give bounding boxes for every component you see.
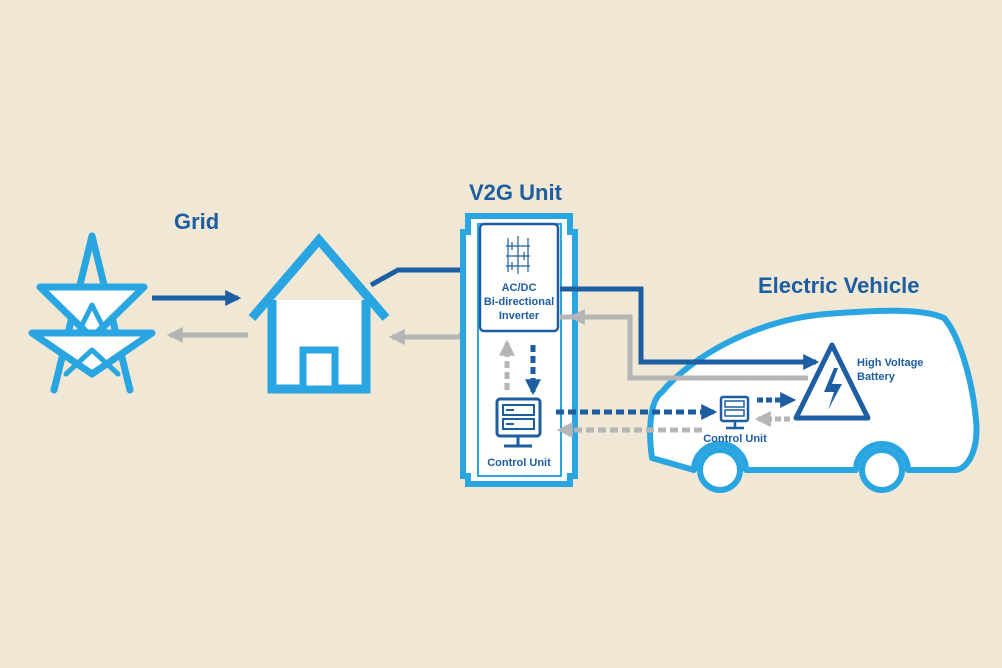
v2g-unit-label: V2G Unit: [469, 180, 563, 205]
electric-vehicle-label: Electric Vehicle: [758, 273, 919, 298]
inverter-label-line2: Bi-directional: [484, 296, 554, 308]
server-icon: [495, 397, 542, 448]
station-control-unit-label: Control Unit: [487, 457, 551, 469]
vehicle-control-unit-label: Control Unit: [703, 433, 767, 445]
grid-label: Grid: [174, 209, 219, 234]
inverter-label-line1: AC/DC: [502, 282, 537, 294]
inverter-label-line3: Inverter: [499, 310, 540, 322]
battery-label-line2: Battery: [857, 371, 896, 383]
inverter-box: AC/DC Bi-directional Inverter: [478, 222, 560, 333]
battery-label-line1: High Voltage: [857, 357, 923, 369]
power-pylon-icon: [28, 232, 156, 394]
house-icon: [248, 233, 390, 394]
arrow-house-to-inverter: [369, 261, 478, 288]
vehicle-server-icon: [719, 395, 750, 430]
inverter-circuit-icon: [506, 236, 530, 274]
high-voltage-icon: [793, 342, 871, 421]
arrow-inverter-to-battery: [560, 286, 820, 371]
